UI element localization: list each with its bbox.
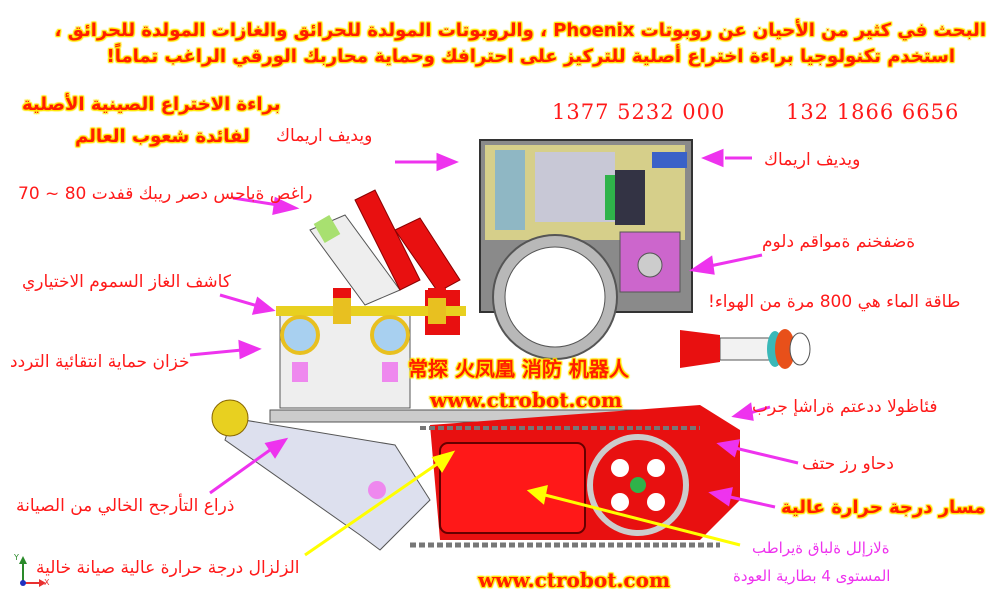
water-cannon xyxy=(309,189,461,335)
label-swing-arm: ذراع التأرجح الخالي من الصيانة xyxy=(16,496,235,516)
label-water-power: طاقة الماء هي 800 مرة من الهواء! xyxy=(708,292,961,312)
label-gas-detector: كاشف الغاز السموم الاختياري xyxy=(22,272,231,292)
phone-number-1: 1377 5232 000 xyxy=(552,100,726,124)
axis-y-label: Y xyxy=(14,553,19,562)
axis-triad xyxy=(19,556,46,587)
label-high-temp-track: مسار درجة حرارة عالية xyxy=(781,497,986,518)
patent-banner-line-2: لفائدة شعوب العالم xyxy=(75,126,250,147)
label-video-camera-left: ويديف اريماك xyxy=(276,126,373,146)
label-suspension: الزلزال درجة حرارة عالية صيانة خالية xyxy=(36,558,300,578)
label-signal-tower: فئاظولا ددعتم ةراشإ جرب xyxy=(752,397,938,417)
label-water-cannon: راغص ةباحس دصر ريبك قفدت 80 ~ 70 xyxy=(18,184,313,204)
brand-url-bottom: www.ctrobot.com xyxy=(478,568,671,592)
axis-x-label: X xyxy=(44,578,50,587)
gas-detector-block xyxy=(276,288,466,409)
patent-banner-line-1: براءة الاختراع الصينية الأصلية xyxy=(22,94,281,115)
label-battery-line-2: المستوى 4 بطارية العودة xyxy=(733,567,891,585)
foam-nozzle xyxy=(680,329,811,369)
control-cabinet xyxy=(479,139,693,360)
callout-arrows-yellow xyxy=(304,450,741,557)
label-protection-tank: خزان حماية انتقائية التردد xyxy=(10,352,190,372)
phone-number-2: 132 1866 6656 xyxy=(786,100,960,124)
header-line-1: البحث في كثير من الأحيان عن روبوتات Phoe… xyxy=(54,20,986,41)
header-line-2: استخدم تكنولوجيا براءة اختراع أصلية للتر… xyxy=(106,46,955,67)
label-switch: دحاو رز حتف xyxy=(802,454,894,474)
label-battery-line-1: ةلازإلل ةلباق ةيراطب xyxy=(752,539,890,557)
tracked-chassis xyxy=(211,399,740,551)
brand-chinese-name: 常探 火凤凰 消防 机器人 xyxy=(408,357,629,381)
label-motor: ةضفخنم ةمواقم دلوم xyxy=(762,232,916,252)
brand-url-center: www.ctrobot.com xyxy=(430,388,623,412)
label-video-camera-right: ويديف اريماك xyxy=(764,150,861,170)
callout-arrows-magenta xyxy=(189,148,799,509)
